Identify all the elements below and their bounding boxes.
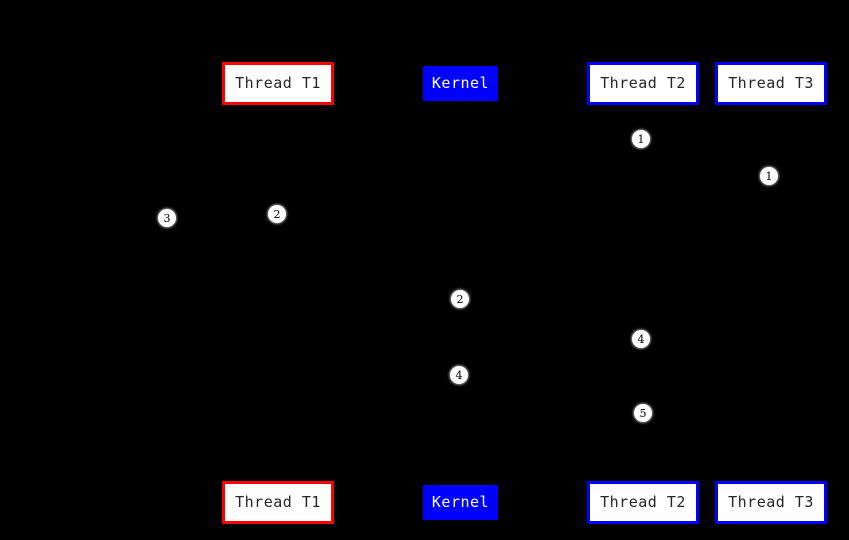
message-arrow-6 xyxy=(460,339,643,340)
sequence-marker[interactable]: 4 xyxy=(632,330,650,348)
sequence-marker-number: 4 xyxy=(637,332,645,346)
participant-thread-t2-bottom[interactable]: Thread T2 xyxy=(587,481,699,524)
participant-label-thread-t2-top: Thread T2 xyxy=(600,74,686,92)
participant-thread-t3-bottom[interactable]: Thread T3 xyxy=(715,481,827,524)
participant-label-thread-t2-bottom: Thread T2 xyxy=(600,493,686,511)
sequence-marker[interactable]: 1 xyxy=(760,167,778,185)
sequence-marker[interactable]: 2 xyxy=(451,290,469,308)
participant-label-kernel-top: Kernel xyxy=(431,74,490,92)
sequence-marker-number: 2 xyxy=(456,292,464,306)
message-arrow-2 xyxy=(643,176,771,177)
participant-kernel-top[interactable]: Kernel xyxy=(423,66,498,101)
participant-kernel-bottom[interactable]: Kernel xyxy=(423,485,498,520)
message-arrow-7 xyxy=(460,375,643,376)
message-arrow-5 xyxy=(460,299,643,300)
participant-label-kernel-bottom: Kernel xyxy=(431,493,490,511)
sequence-marker[interactable]: 2 xyxy=(268,205,286,223)
sequence-marker-number: 4 xyxy=(455,368,463,382)
message-arrow-3 xyxy=(167,218,278,219)
participant-label-thread-t3-bottom: Thread T3 xyxy=(728,493,814,511)
sequence-marker-number: 1 xyxy=(637,132,645,146)
lifeline-thread-t3 xyxy=(771,105,772,481)
message-arrow-4 xyxy=(278,214,460,215)
participant-label-thread-t1-top: Thread T1 xyxy=(235,74,321,92)
sequence-marker[interactable]: 4 xyxy=(450,366,468,384)
participant-label-thread-t3-top: Thread T3 xyxy=(728,74,814,92)
participant-label-thread-t1-bottom: Thread T1 xyxy=(235,493,321,511)
participant-thread-t3-top[interactable]: Thread T3 xyxy=(715,62,827,105)
lifeline-thread-t1 xyxy=(278,105,279,481)
sequence-marker-number: 1 xyxy=(765,169,773,183)
lifeline-thread-t2 xyxy=(643,105,644,481)
sequence-marker-number: 5 xyxy=(639,406,647,420)
sequence-marker[interactable]: 5 xyxy=(634,404,652,422)
sequence-marker[interactable]: 1 xyxy=(632,130,650,148)
sequence-marker-number: 2 xyxy=(273,207,281,221)
participant-thread-t1-top[interactable]: Thread T1 xyxy=(222,62,334,105)
participant-thread-t1-bottom[interactable]: Thread T1 xyxy=(222,481,334,524)
message-arrow-8 xyxy=(460,413,643,414)
participant-thread-t2-top[interactable]: Thread T2 xyxy=(587,62,699,105)
message-arrow-1 xyxy=(643,139,771,140)
sequence-marker-number: 3 xyxy=(163,211,171,225)
sequence-marker[interactable]: 3 xyxy=(158,209,176,227)
